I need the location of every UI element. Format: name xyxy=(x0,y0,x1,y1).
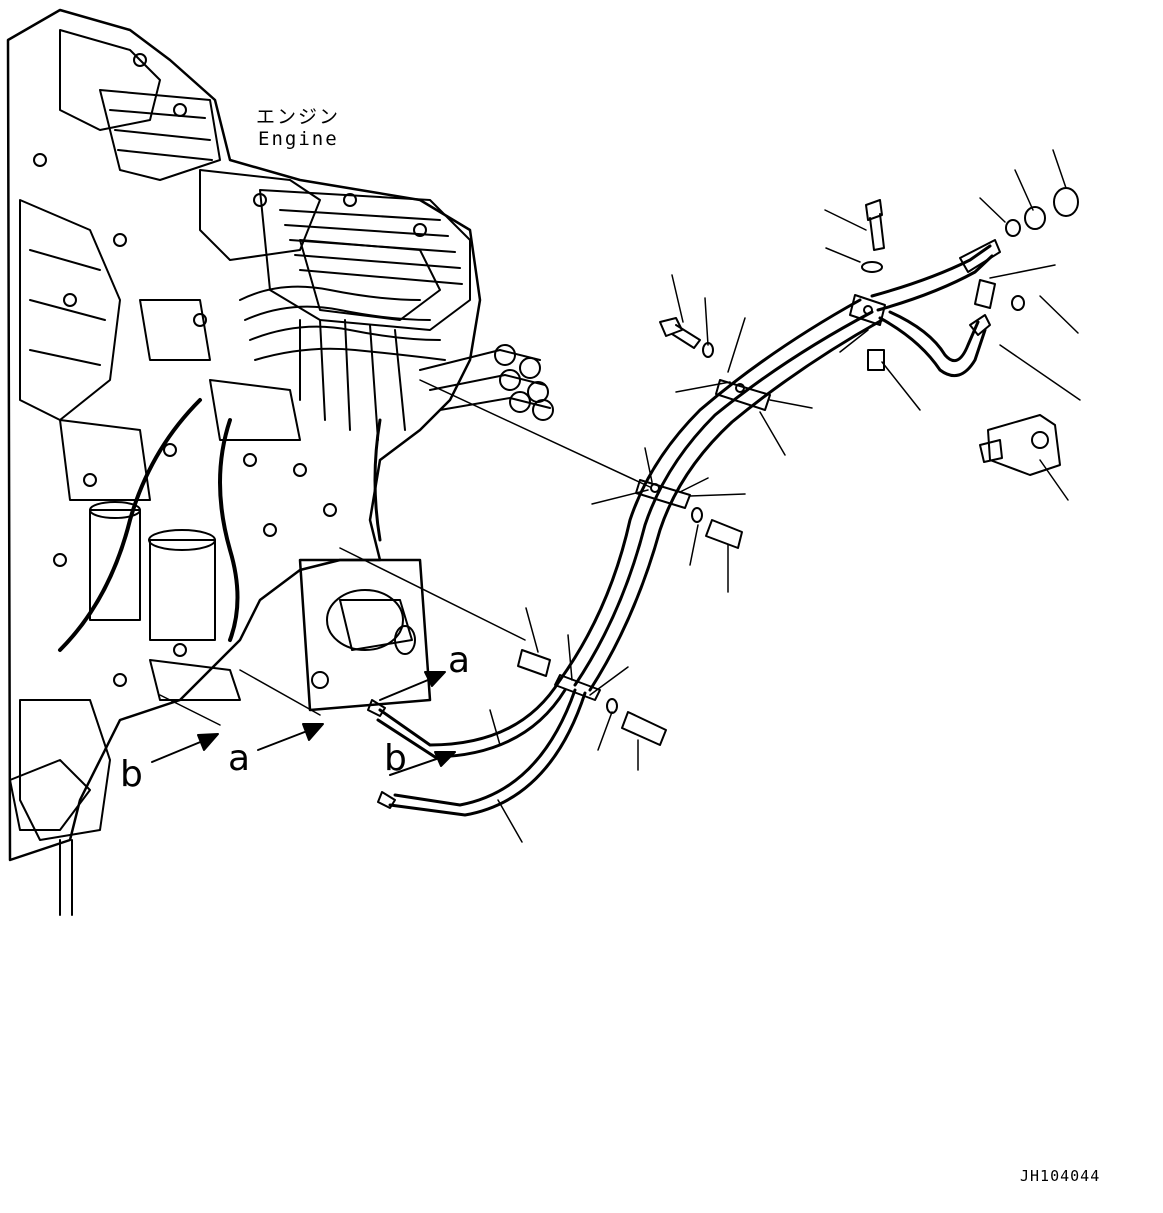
marker-a-upper: a xyxy=(448,640,471,681)
wiring-harness xyxy=(367,239,1001,817)
arrows xyxy=(151,671,456,776)
bolt-parts xyxy=(517,187,1079,746)
marker-b-lower: b xyxy=(120,754,143,795)
engine-assembly xyxy=(6,8,554,916)
drawing-code: JH104044 xyxy=(1020,1167,1101,1185)
marker-b-upper: b xyxy=(384,738,407,779)
marker-a-lower: a xyxy=(228,738,251,779)
clamp-group xyxy=(554,294,886,701)
engine-label-en: Engine xyxy=(258,128,339,150)
engine-label-jp: エンジン xyxy=(256,106,341,128)
leader-lines xyxy=(159,149,1081,843)
